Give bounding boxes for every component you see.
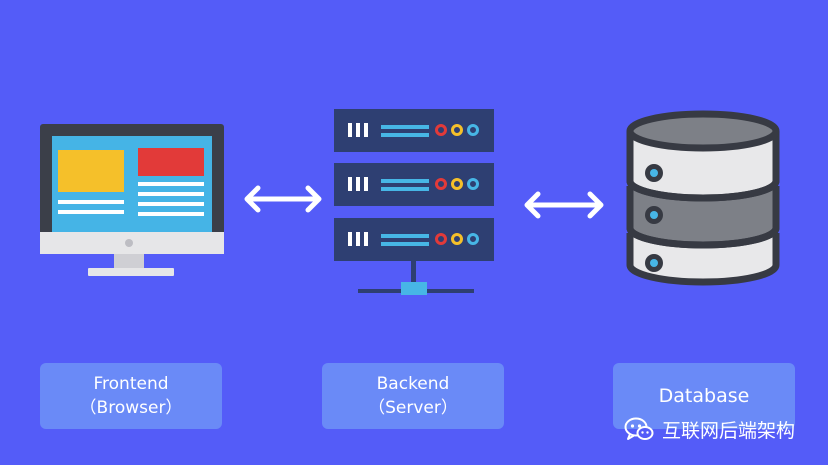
server-rack-icon	[334, 109, 494, 295]
desktop-monitor-icon	[40, 124, 224, 276]
database-status-lights	[645, 164, 663, 272]
frontend-label: Frontend （Browser）	[40, 363, 222, 429]
database-title: Database	[658, 385, 750, 407]
watermark-text: 互联网后端架构	[662, 419, 796, 442]
frontend-title: Frontend	[93, 374, 169, 394]
backend-subtitle: （Server）	[368, 398, 458, 418]
wechat-icon	[624, 417, 654, 440]
watermark: 互联网后端架构	[624, 414, 795, 444]
frontend-subtitle: （Browser）	[79, 398, 183, 418]
backend-label: Backend （Server）	[322, 363, 504, 429]
database-label: Database	[613, 363, 795, 429]
double-arrow-icon	[524, 191, 604, 219]
backend-title: Backend	[376, 374, 450, 394]
double-arrow-icon	[244, 185, 322, 213]
database-cylinder-icon	[626, 110, 780, 286]
